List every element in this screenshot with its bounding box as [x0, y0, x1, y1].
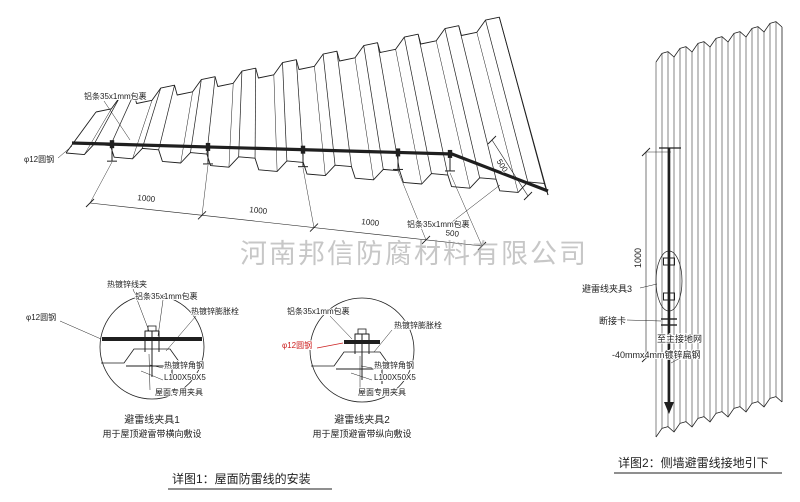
detail2-label-angle-size: L100X50X5	[374, 373, 416, 382]
detail2-title: 避雷线夹具2	[334, 413, 390, 426]
wall-label-clamp3: 避雷线夹具3	[582, 283, 632, 294]
detail2-subtitle: 用于屋顶避雷带纵向敷设	[312, 428, 411, 439]
detail1-title: 避雷线夹具1	[124, 413, 180, 426]
label-round-steel: φ12圆钢	[24, 154, 54, 164]
detail1-label-alu-strip: 铝条35x1mm包裹	[135, 291, 198, 301]
dim-500-bottom: 500	[445, 228, 460, 238]
detail2-label-roof-fixture: 屋面专用夹具	[358, 387, 406, 397]
wall-label-disconnect: 断接卡	[599, 315, 626, 326]
wall-label-to-ground: 至主接地网	[657, 333, 702, 344]
caption-detail2: 详图2：侧墙避雷线接地引下	[618, 455, 769, 470]
detail1-label-roof-fixture: 屋面专用夹具	[155, 387, 203, 397]
detail1-label-angle-steel: 热镀锌角钢	[164, 360, 204, 370]
detail1-label-clamp: 热镀锌线夹	[107, 279, 147, 289]
wall-label-flat-steel: -40mmx4mm镀锌扁钢	[612, 349, 701, 360]
dim-1000-1: 1000	[137, 193, 156, 204]
watermark-text: 河南邦信防腐材料有限公司	[240, 239, 588, 269]
detail1-label-expansion-bolt: 热镀锌膨胀栓	[191, 306, 239, 316]
detail2-label-expansion-bolt: 热镀锌膨胀栓	[394, 320, 442, 330]
detail1-label-angle-size: L100X50X5	[164, 373, 206, 382]
detail2-label-alu-strip: 铝条35x1mm包裹	[287, 306, 350, 316]
diagram-linework	[57, 16, 783, 490]
label-alu-strip-right: 铝条35x1mm包裹	[407, 219, 470, 229]
detail2-label-angle-steel: 热镀锌角钢	[374, 360, 414, 370]
caption-detail1: 详图1：屋面防雷线的安装	[172, 471, 311, 486]
detail1-label-round-steel: φ12圆钢	[26, 312, 56, 322]
label-alu-strip-top: 铝条35x1mm包裹	[84, 91, 147, 101]
detail2-label-round-steel-red: φ12圆钢	[282, 340, 312, 350]
wall-dim-1000: 1000	[633, 248, 643, 268]
dim-1000-2: 1000	[249, 205, 268, 216]
detail1-subtitle: 用于屋顶避雷带横向敷设	[102, 428, 201, 439]
dim-1000-3: 1000	[361, 217, 380, 228]
